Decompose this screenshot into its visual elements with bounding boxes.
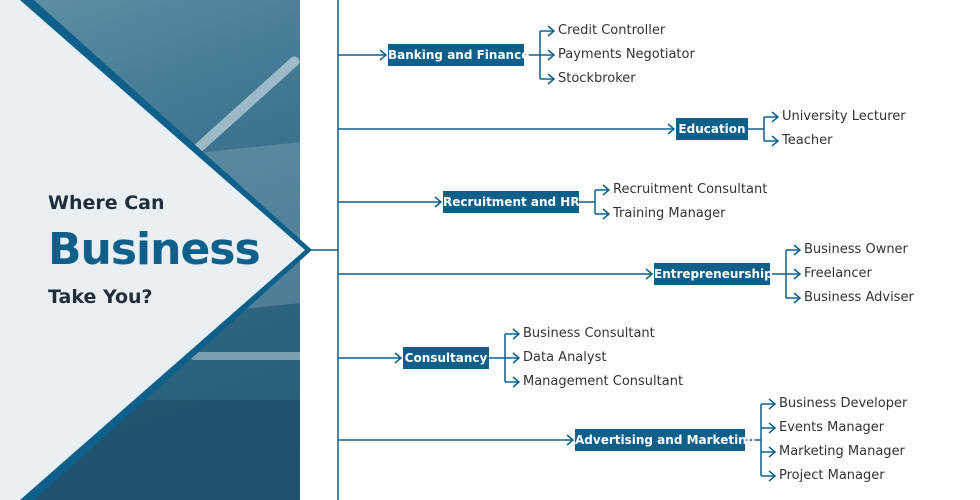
role-arrow — [602, 184, 611, 196]
category-arrow — [394, 352, 403, 364]
category-box: Advertising and Marketing — [575, 429, 755, 451]
role-arrow — [793, 292, 802, 304]
role-label: Business Owner — [804, 242, 908, 257]
role-arrow — [512, 376, 521, 388]
category-box: Banking and Finance — [388, 44, 529, 66]
role-arrow — [793, 268, 802, 280]
category-arrow — [667, 123, 676, 135]
title-line-3: Take You? — [48, 286, 153, 308]
role-arrow — [768, 446, 777, 458]
category-arrow — [566, 434, 575, 446]
role-arrow — [602, 208, 611, 220]
role-arrow — [512, 352, 521, 364]
role-label: Training Manager — [613, 206, 726, 221]
role-label: Credit Controller — [558, 23, 666, 38]
role-arrow — [768, 422, 777, 434]
role-arrow — [793, 244, 802, 256]
role-arrow — [547, 25, 556, 37]
category-box: Education — [676, 118, 748, 140]
role-label: Data Analyst — [523, 350, 607, 365]
pen-shape-lower — [190, 352, 300, 360]
role-label: University Lecturer — [782, 109, 906, 124]
role-label: Business Consultant — [523, 326, 655, 341]
category-arrow — [434, 196, 443, 208]
light-triangle — [0, 0, 305, 500]
role-arrow — [771, 135, 780, 147]
role-arrow — [547, 73, 556, 85]
title-line-1: Where Can — [48, 192, 165, 214]
role-label: Marketing Manager — [779, 444, 905, 459]
role-label: Payments Negotiator — [558, 47, 695, 62]
role-label: Management Consultant — [523, 374, 684, 389]
role-label: Events Manager — [779, 420, 885, 435]
role-label: Business Developer — [779, 396, 908, 411]
category-box: Consultancy — [403, 347, 489, 369]
title-main: Business — [48, 224, 261, 275]
category-arrow — [645, 268, 654, 280]
role-label: Recruitment Consultant — [613, 182, 768, 197]
role-arrow — [771, 111, 780, 123]
role-arrow — [512, 328, 521, 340]
category-box: Entrepreneurship — [654, 263, 773, 285]
role-label: Teacher — [782, 133, 833, 148]
role-label: Stockbroker — [558, 71, 636, 86]
role-arrow — [768, 470, 777, 482]
role-label: Freelancer — [804, 266, 872, 281]
role-label: Project Manager — [779, 468, 885, 483]
role-arrow — [768, 398, 777, 410]
role-label: Business Adviser — [804, 290, 914, 305]
category-arrow — [379, 49, 388, 61]
category-box: Recruitment and HR — [443, 191, 580, 213]
role-arrow — [547, 49, 556, 61]
